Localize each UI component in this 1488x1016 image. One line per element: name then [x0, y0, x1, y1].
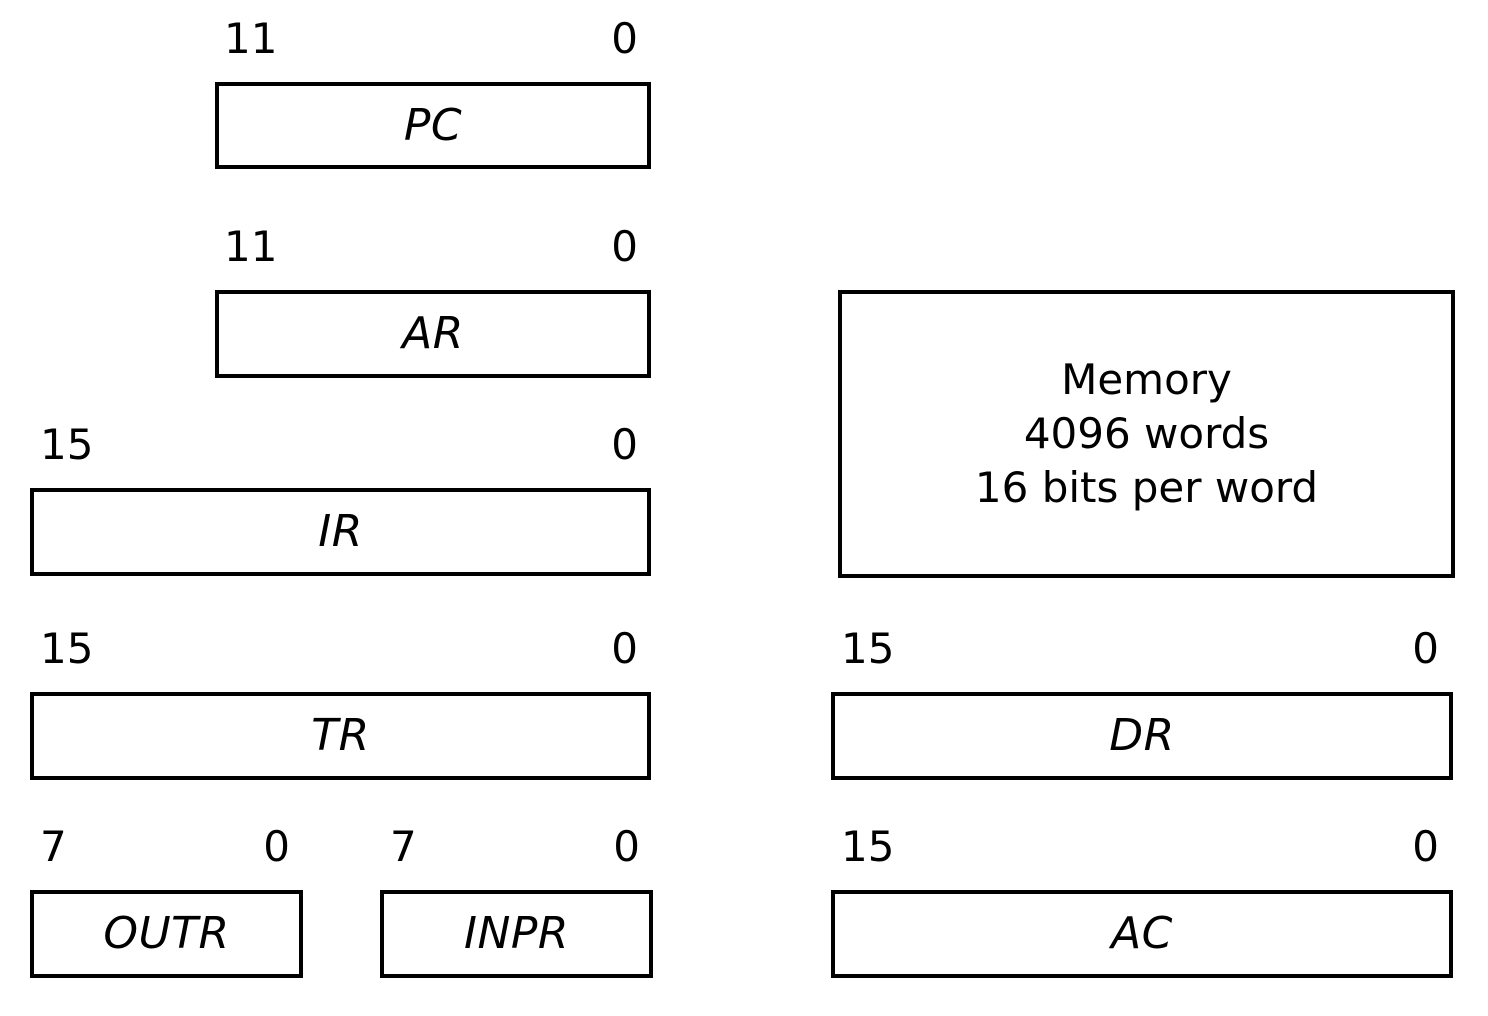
- bit-label-msb-outr: 7: [40, 822, 67, 871]
- bit-label-lsb-ar: 0: [611, 222, 638, 271]
- bit-label-msb-pc: 11: [224, 14, 278, 63]
- bit-label-msb-ir: 15: [40, 420, 94, 469]
- bit-labels-dr: 15 0: [841, 628, 1439, 670]
- register-box-ar: AR: [215, 290, 651, 378]
- bit-labels-ar: 11 0: [224, 226, 638, 268]
- register-label-ar: AR: [402, 308, 464, 359]
- register-box-inpr: INPR: [380, 890, 653, 978]
- bit-label-msb-tr: 15: [40, 624, 94, 673]
- bit-labels-inpr: 7 0: [390, 826, 640, 868]
- bit-label-lsb-tr: 0: [611, 624, 638, 673]
- register-box-ac: AC: [831, 890, 1453, 978]
- bit-label-msb-ac: 15: [841, 822, 895, 871]
- bit-label-msb-inpr: 7: [390, 822, 417, 871]
- register-label-inpr: INPR: [464, 908, 569, 959]
- bit-label-msb-dr: 15: [841, 624, 895, 673]
- bit-label-msb-ar: 11: [224, 222, 278, 271]
- register-label-tr: TR: [311, 710, 370, 761]
- memory-line-2: 4096 words: [1023, 409, 1270, 459]
- register-box-dr: DR: [831, 692, 1453, 780]
- bit-label-lsb-ir: 0: [611, 420, 638, 469]
- memory-line-3: 16 bits per word: [974, 462, 1319, 512]
- bit-label-lsb-pc: 0: [611, 14, 638, 63]
- bit-label-lsb-outr: 0: [263, 822, 290, 871]
- memory-line-1: Memory: [1061, 355, 1232, 405]
- register-label-outr: OUTR: [103, 908, 230, 959]
- memory-box: Memory 4096 words 16 bits per word: [838, 290, 1455, 578]
- register-box-outr: OUTR: [30, 890, 303, 978]
- register-box-pc: PC: [215, 82, 651, 169]
- bit-labels-ir: 15 0: [40, 424, 638, 466]
- bit-label-lsb-dr: 0: [1412, 624, 1439, 673]
- bit-label-lsb-inpr: 0: [613, 822, 640, 871]
- bit-labels-outr: 7 0: [40, 826, 290, 868]
- register-box-tr: TR: [30, 692, 651, 780]
- bit-labels-tr: 15 0: [40, 628, 638, 670]
- register-label-pc: PC: [403, 99, 463, 151]
- bit-labels-ac: 15 0: [841, 826, 1439, 868]
- register-box-ir: IR: [30, 488, 651, 576]
- memory-text-block: Memory 4096 words 16 bits per word: [975, 353, 1318, 514]
- register-label-ir: IR: [318, 506, 363, 557]
- bit-label-lsb-ac: 0: [1412, 822, 1439, 871]
- register-label-ac: AC: [1111, 908, 1173, 959]
- bit-labels-pc: 11 0: [224, 18, 638, 60]
- register-label-dr: DR: [1109, 710, 1175, 761]
